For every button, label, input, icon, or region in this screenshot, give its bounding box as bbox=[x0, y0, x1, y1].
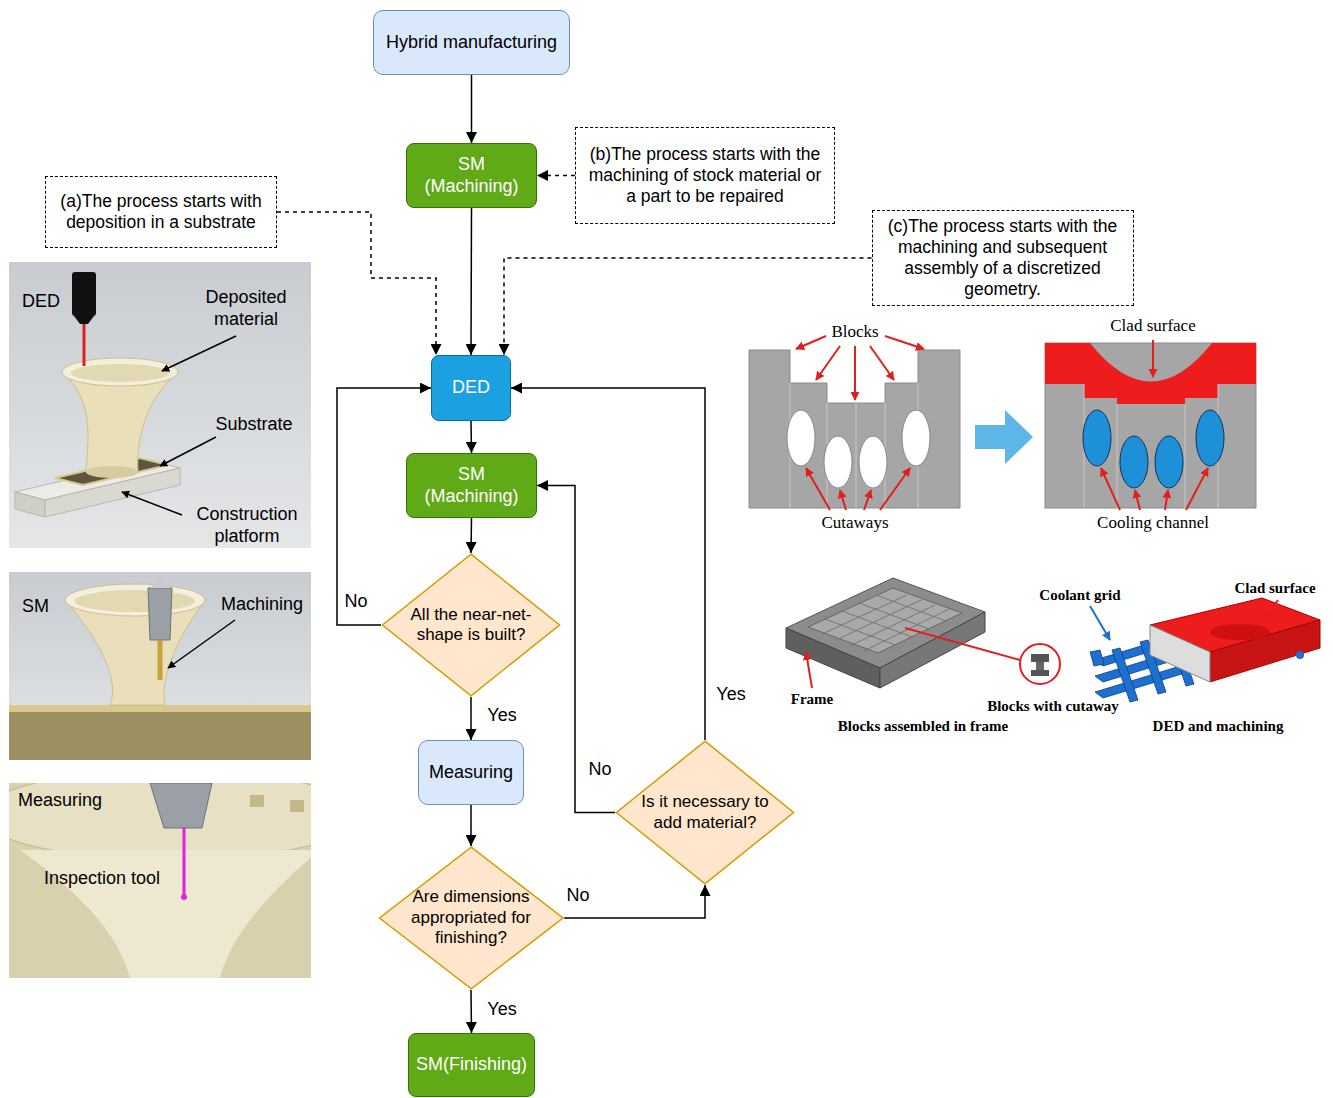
part-label: Substrate bbox=[215, 414, 292, 436]
edge-label: No bbox=[586, 759, 613, 781]
flow-arrow bbox=[511, 388, 705, 740]
part-label: DED bbox=[22, 291, 60, 313]
figure-caption-label: Blocks with cutaway bbox=[987, 697, 1119, 715]
sm-panel bbox=[9, 572, 311, 760]
part-label: Construction platform bbox=[186, 504, 308, 547]
callout-box: (c)The process starts with the machining… bbox=[872, 210, 1134, 306]
node-text: SM (Machining) bbox=[419, 154, 524, 197]
dashed-connector bbox=[537, 175, 575, 177]
node-text: Hybrid manufacturing bbox=[386, 32, 557, 54]
figure-caption-label: Blocks assembled in frame bbox=[838, 717, 1008, 735]
part-label: Measuring bbox=[18, 790, 102, 812]
figure-caption-label: DED and machining bbox=[1153, 717, 1284, 735]
figure-caption-label: Clad surface bbox=[1234, 579, 1315, 597]
node-text: SM(Finishing) bbox=[416, 1054, 527, 1076]
decision-diamond: Are dimensions appropriated for finishin… bbox=[378, 846, 564, 990]
flow-arrow bbox=[470, 421, 472, 453]
dashed-connector bbox=[277, 212, 436, 355]
ded-panel bbox=[9, 262, 311, 548]
block-cutaway-illustration bbox=[749, 336, 1256, 510]
edge-label: Yes bbox=[714, 684, 747, 706]
flow-arrow bbox=[537, 486, 615, 813]
text-group: DED bbox=[452, 377, 490, 399]
frame-coolant-illustration bbox=[786, 578, 1320, 702]
decision-diamond: All the near-net-shape is built? bbox=[381, 553, 561, 697]
node-text: DED bbox=[452, 377, 490, 399]
decision-diamond: Is it necessary to add material? bbox=[615, 740, 795, 885]
text-group: SM (Machining) bbox=[419, 154, 524, 197]
process-box: Hybrid manufacturing bbox=[373, 10, 570, 75]
part-label: Machining bbox=[221, 594, 303, 616]
edge-label: No bbox=[564, 885, 591, 907]
diamond-shape bbox=[379, 847, 563, 989]
edge-label: Yes bbox=[485, 999, 518, 1021]
edge-label: Yes bbox=[485, 705, 518, 727]
ded-box: DED bbox=[431, 355, 511, 421]
text-group: (a)The process starts with deposition in… bbox=[53, 191, 269, 233]
text-group: Hybrid manufacturing bbox=[386, 32, 557, 54]
edge-label: No bbox=[342, 591, 369, 613]
diamond-shape bbox=[382, 554, 559, 696]
node-text: Measuring bbox=[429, 762, 513, 784]
part-label: SM bbox=[22, 596, 49, 618]
figure-caption-label: Cutaways bbox=[821, 513, 888, 533]
text-group: Measuring bbox=[429, 762, 513, 784]
part-label: Inspection tool bbox=[44, 868, 160, 890]
machining-box: SM (Machining) bbox=[406, 453, 537, 518]
node-text: Is it necessary to add material? bbox=[639, 792, 771, 833]
node-text: (b)The process starts with the machining… bbox=[583, 144, 827, 207]
figure-caption-label: Coolant grid bbox=[1039, 586, 1120, 604]
flow-arrow bbox=[470, 990, 472, 1033]
text-group: SM (Machining) bbox=[419, 464, 524, 507]
figure-caption-label: Cooling channel bbox=[1097, 513, 1209, 533]
text-group: SM(Finishing) bbox=[416, 1054, 527, 1076]
diamond-shape bbox=[616, 741, 793, 884]
figure-caption-label: Clad surface bbox=[1110, 316, 1195, 336]
process-box: Measuring bbox=[418, 740, 524, 805]
measuring-panel bbox=[9, 783, 311, 978]
node-text: All the near-net-shape is built? bbox=[406, 605, 536, 646]
node-text: (a)The process starts with deposition in… bbox=[53, 191, 269, 233]
text-group: (c)The process starts with the machining… bbox=[880, 216, 1126, 300]
callout-box: (a)The process starts with deposition in… bbox=[45, 176, 277, 248]
node-text: SM (Machining) bbox=[419, 464, 524, 507]
text-group: Are dimensions appropriated for finishin… bbox=[402, 887, 540, 948]
part-label: Deposited material bbox=[191, 287, 301, 330]
callout-box: (b)The process starts with the machining… bbox=[575, 127, 835, 224]
machining-box: SM(Finishing) bbox=[408, 1033, 535, 1097]
flow-arrow bbox=[471, 75, 473, 143]
flow-arrow bbox=[564, 885, 705, 918]
machining-box: SM (Machining) bbox=[406, 143, 537, 208]
flow-arrow bbox=[470, 208, 472, 355]
text-group: All the near-net-shape is built? bbox=[406, 605, 536, 646]
figure-caption-label: Frame bbox=[791, 690, 833, 708]
text-group: (b)The process starts with the machining… bbox=[583, 144, 827, 207]
text-group: Is it necessary to add material? bbox=[639, 792, 771, 833]
node-text: (c)The process starts with the machining… bbox=[880, 216, 1126, 300]
flow-arrow bbox=[470, 518, 472, 553]
dashed-connector bbox=[504, 258, 872, 355]
figure-caption-label: Blocks bbox=[831, 322, 878, 342]
flow-arrow bbox=[470, 805, 472, 846]
node-text: Are dimensions appropriated for finishin… bbox=[402, 887, 540, 948]
flow-arrow bbox=[470, 697, 472, 740]
